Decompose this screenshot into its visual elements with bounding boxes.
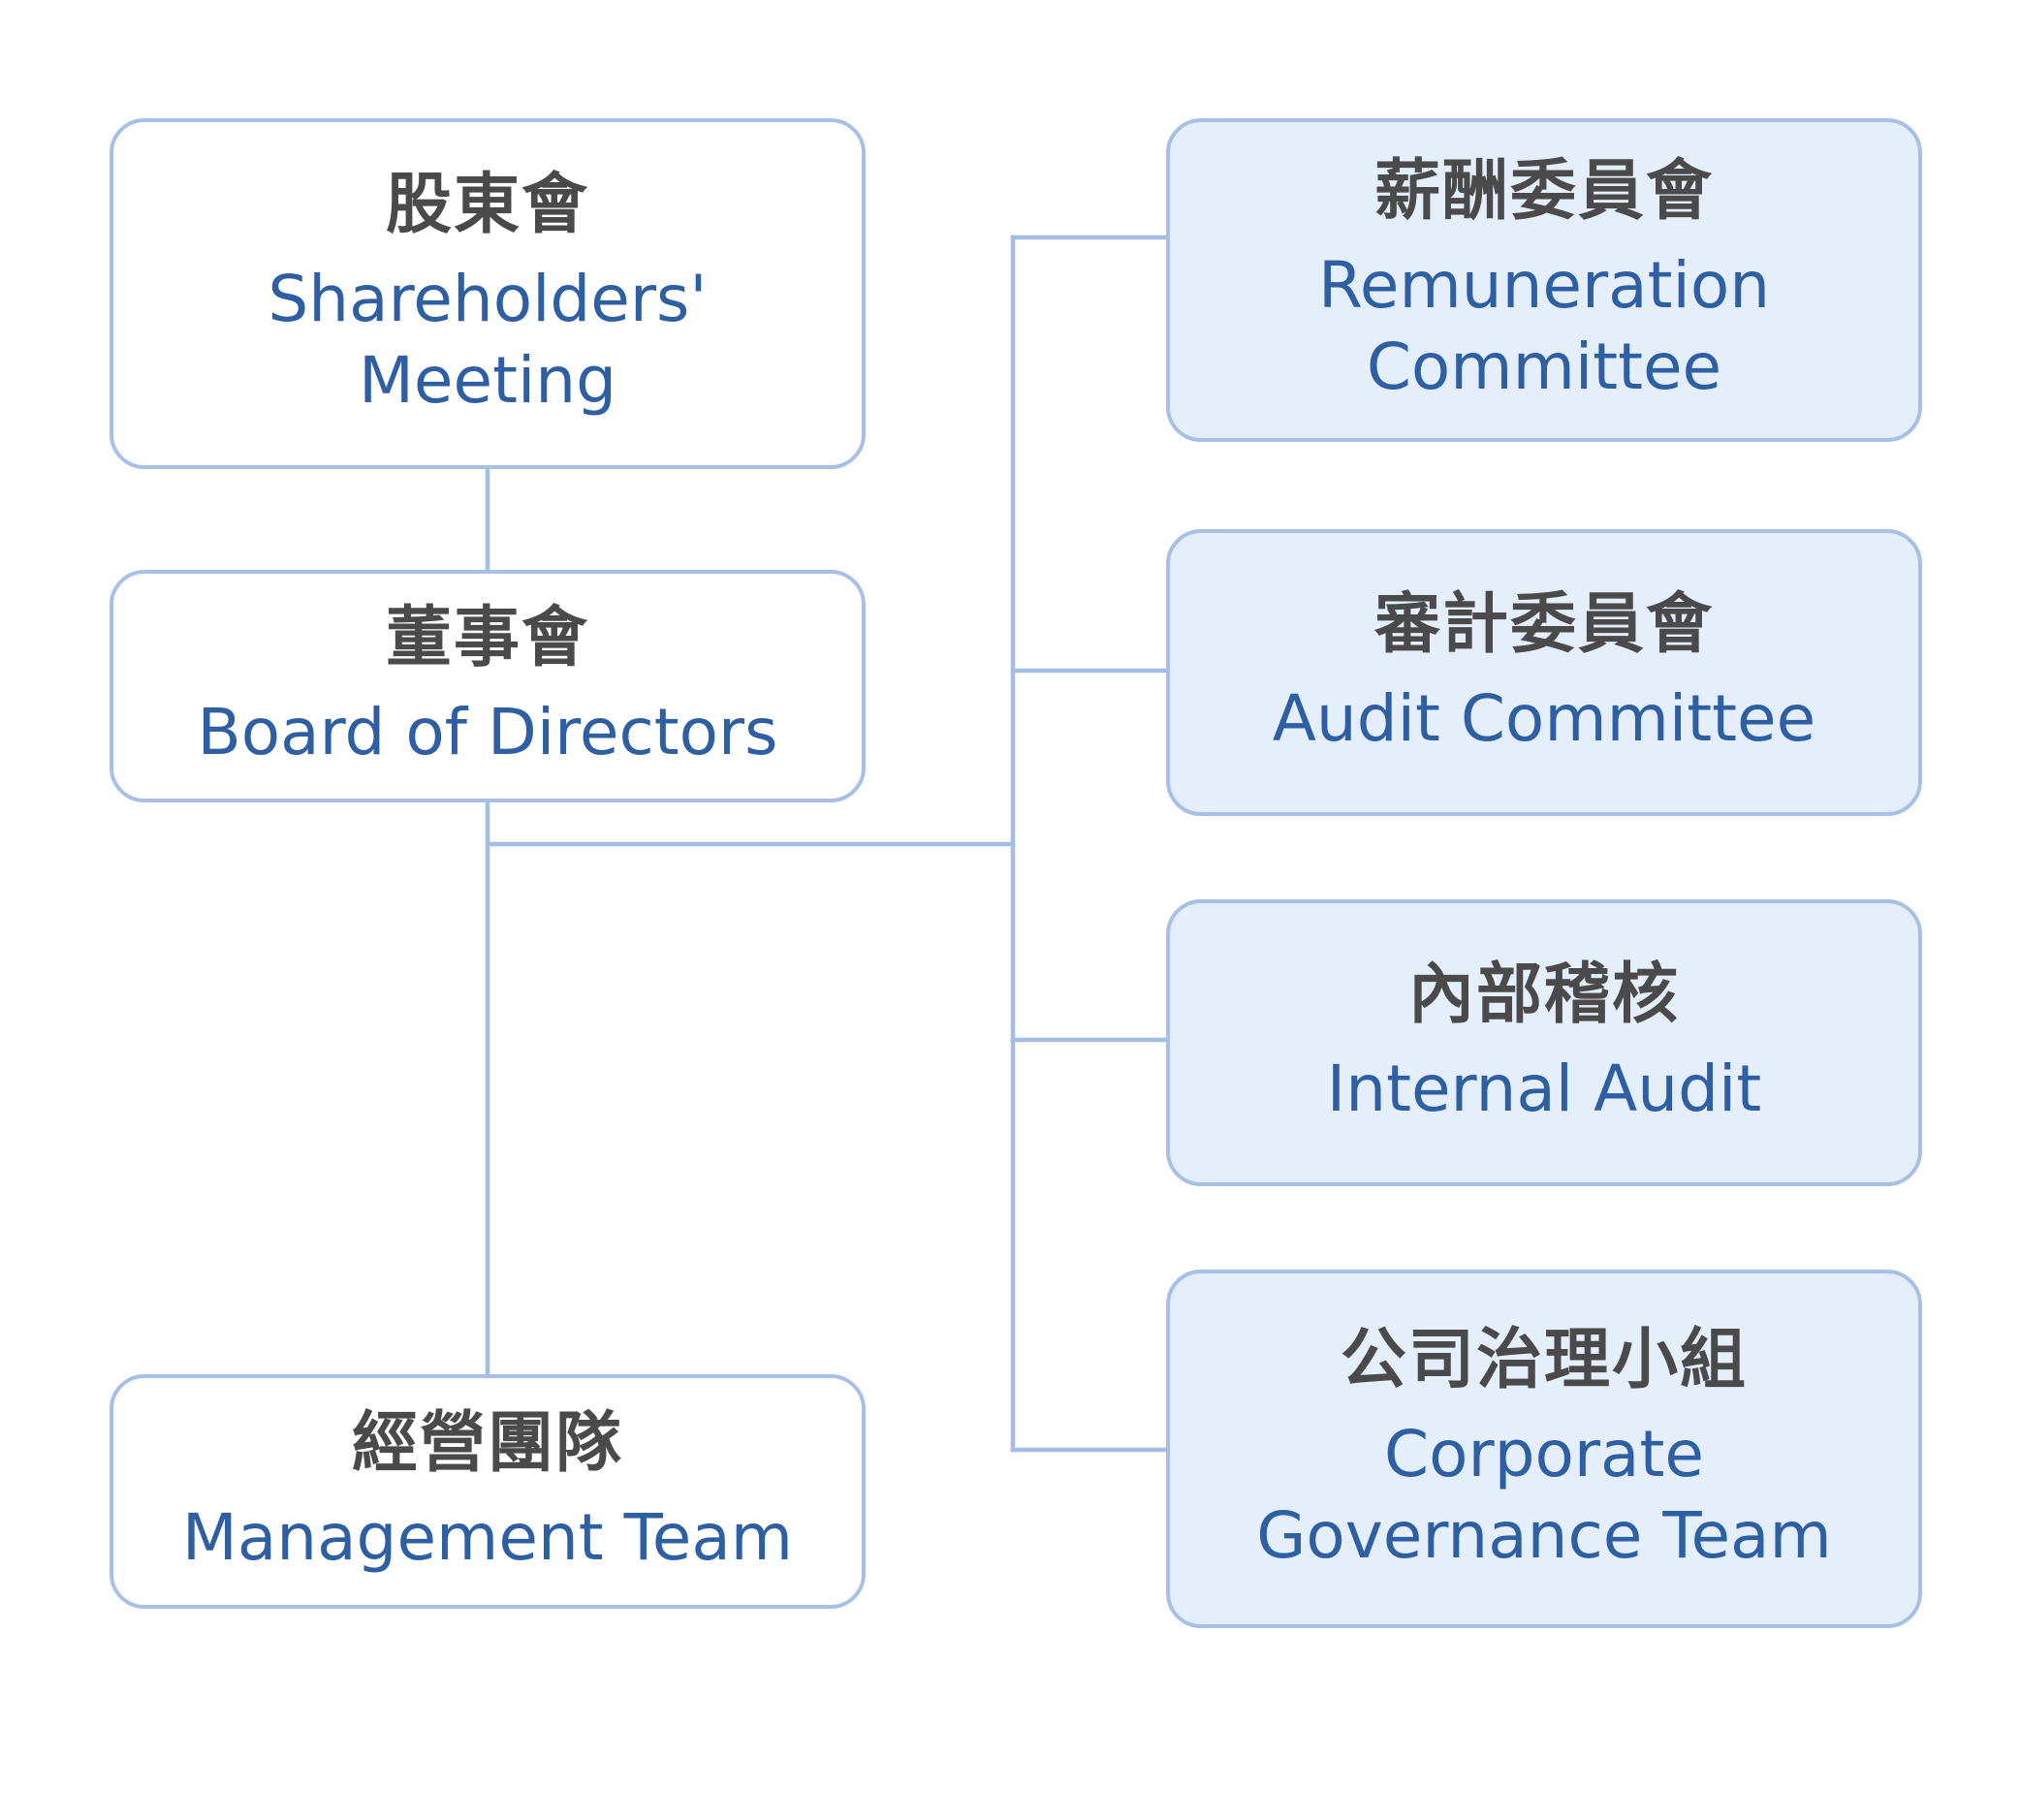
audit-committee-box: 審計委員會 Audit Committee <box>1166 529 1922 816</box>
audit-committee-title-en: Audit Committee <box>1273 678 1815 760</box>
corporate-governance-team-box: 公司治理小組 Corporate Governance Team <box>1166 1270 1922 1628</box>
shareholders-meeting-title-zh: 股東會 <box>385 167 589 244</box>
internal-audit-title-en-line1: Internal Audit <box>1326 1051 1762 1126</box>
audit-committee-title-zh: 審計委員會 <box>1373 586 1714 664</box>
corporate-governance-team-title-en-line1: Corporate <box>1384 1416 1704 1491</box>
audit-committee-title-en-line1: Audit Committee <box>1272 680 1816 756</box>
internal-audit-box: 內部稽核 Internal Audit <box>1166 899 1922 1186</box>
shareholders-meeting-title-en: Shareholders' Meeting <box>268 259 707 422</box>
board-of-directors-box: 董事會 Board of Directors <box>110 570 866 802</box>
board-of-directors-title-zh: 董事會 <box>385 600 589 677</box>
corporate-governance-team-title-en-line2: Governance Team <box>1256 1497 1832 1573</box>
management-team-box: 經營團隊 Management Team <box>110 1374 866 1609</box>
remuneration-committee-title-en-line1: Remuneration <box>1317 247 1771 323</box>
shareholders-meeting-title-en-line2: Meeting <box>358 342 617 418</box>
shareholders-meeting-box: 股東會 Shareholders' Meeting <box>110 118 866 469</box>
management-team-title-zh: 經營團隊 <box>351 1405 623 1483</box>
shareholders-meeting-title-en-line1: Shareholders' <box>268 261 708 336</box>
remuneration-committee-box: 薪酬委員會 Remuneration Committee <box>1166 118 1922 442</box>
board-of-directors-title-en-line1: Board of Directors <box>197 694 778 769</box>
management-team-title-en: Management Team <box>182 1497 793 1579</box>
internal-audit-title-zh: 內部稽核 <box>1407 957 1680 1034</box>
corporate-governance-team-title-zh: 公司治理小組 <box>1340 1322 1748 1399</box>
board-of-directors-title-en: Board of Directors <box>197 692 777 773</box>
remuneration-committee-title-en-line2: Committee <box>1366 329 1722 404</box>
remuneration-committee-title-en: Remuneration Committee <box>1318 245 1770 408</box>
corporate-governance-team-title-en: Corporate Governance Team <box>1256 1414 1832 1577</box>
internal-audit-title-en: Internal Audit <box>1327 1049 1761 1130</box>
remuneration-committee-title-zh: 薪酬委員會 <box>1373 153 1714 231</box>
management-team-title-en-line1: Management Team <box>181 1499 794 1575</box>
